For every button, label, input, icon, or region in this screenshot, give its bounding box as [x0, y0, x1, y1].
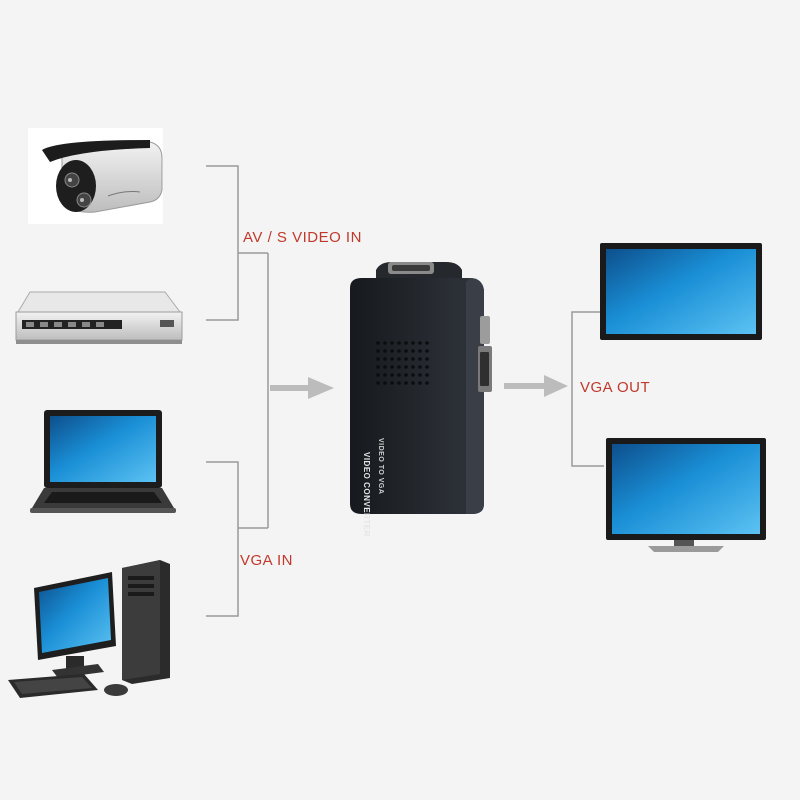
grille-dot: [390, 381, 394, 385]
grille-dot: [411, 373, 415, 377]
grille-dot: [397, 349, 401, 353]
av-bracket: [206, 165, 239, 321]
grille-dot: [411, 349, 415, 353]
input-brackets: [206, 165, 269, 617]
laptop-icon: [30, 410, 176, 513]
grille-dot: [411, 357, 415, 361]
grille-dot: [376, 373, 380, 377]
grille-dot: [418, 381, 422, 385]
monitor-bottom-icon: [606, 438, 766, 552]
vga-in-label: VGA IN: [240, 552, 294, 569]
grille-dot: [418, 373, 422, 377]
grille-dot: [397, 357, 401, 361]
grille-dot: [383, 365, 387, 369]
grille-dot: [376, 365, 380, 369]
grille-dot: [397, 381, 401, 385]
grille-dot: [390, 357, 394, 361]
grille-dot: [425, 373, 429, 377]
vga-bracket: [206, 461, 239, 617]
grille-dot: [425, 349, 429, 353]
grille-dot: [376, 357, 380, 361]
grille-dot: [383, 373, 387, 377]
speaker-grille: [376, 341, 429, 385]
grille-dot: [404, 349, 408, 353]
grille-dot: [404, 365, 408, 369]
grille-dot: [390, 341, 394, 345]
grille-dot: [376, 341, 380, 345]
grille-dot: [418, 341, 422, 345]
grille-dot: [418, 357, 422, 361]
grille-dot: [390, 373, 394, 377]
grille-dot: [383, 341, 387, 345]
camera-icon: [28, 128, 163, 224]
grille-dot: [404, 373, 408, 377]
grille-dot: [376, 349, 380, 353]
converter-box: [350, 262, 492, 514]
converter-title: VIDEO CONVERTER: [362, 452, 371, 537]
grille-dot: [404, 341, 408, 345]
grille-dot: [390, 349, 394, 353]
monitor-top-icon: [600, 243, 762, 340]
input-arrow: [270, 377, 334, 399]
grille-dot: [425, 341, 429, 345]
output-bracket: [571, 311, 604, 467]
grille-dot: [404, 357, 408, 361]
grille-dot: [390, 365, 394, 369]
grille-dot: [425, 365, 429, 369]
output-arrow: [504, 375, 568, 397]
grille-dot: [425, 357, 429, 361]
grille-dot: [425, 381, 429, 385]
grille-dot: [411, 365, 415, 369]
grille-dot: [418, 349, 422, 353]
grille-dot: [376, 381, 380, 385]
grille-dot: [411, 341, 415, 345]
grille-dot: [383, 349, 387, 353]
desktop-pc-icon: [8, 560, 170, 698]
grille-dot: [383, 357, 387, 361]
grille-dot: [383, 381, 387, 385]
grille-dot: [411, 381, 415, 385]
dvd-player-icon: [15, 291, 183, 344]
converter-subtitle: VIDEO TO VGA: [377, 438, 384, 495]
grille-dot: [397, 365, 401, 369]
av-svideo-in-label: AV / S VIDEO IN: [243, 229, 362, 246]
grille-dot: [418, 365, 422, 369]
grille-dot: [397, 341, 401, 345]
grille-dot: [397, 373, 401, 377]
vga-out-label: VGA OUT: [580, 379, 651, 396]
grille-dot: [404, 381, 408, 385]
